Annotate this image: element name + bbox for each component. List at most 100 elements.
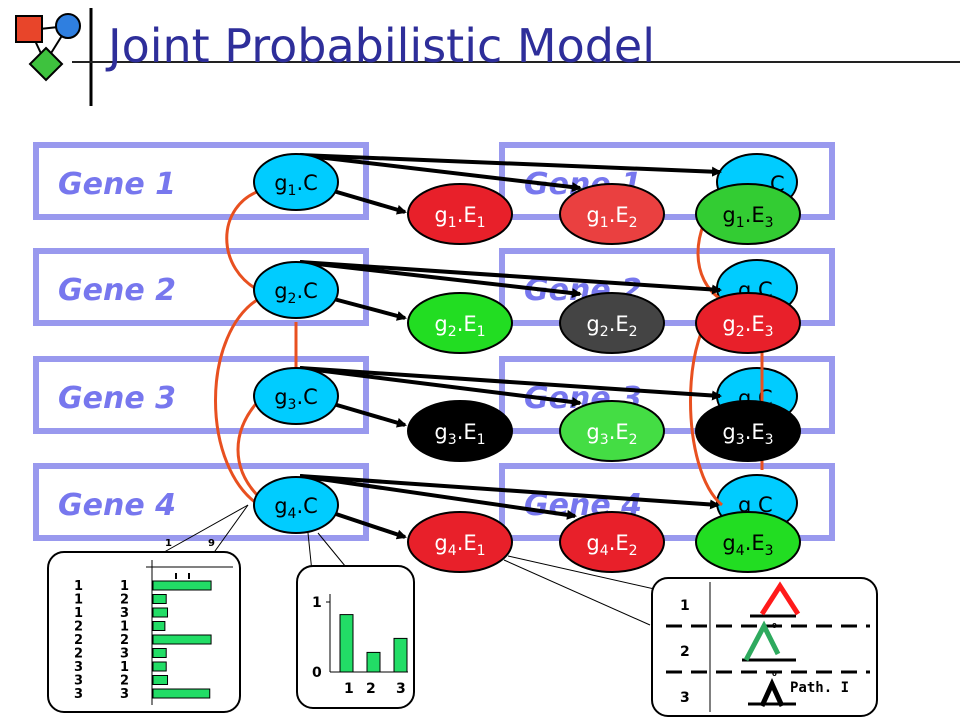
gene-label: Gene 2 [58, 273, 176, 308]
cpd-left-value: 3 [74, 660, 83, 675]
expression-node-label: g4.E2 [586, 531, 637, 559]
svg-text:g2.C: g2.C [274, 279, 318, 307]
bar-3 [393, 637, 408, 673]
x-tick-label: 2 [366, 681, 376, 697]
expression-node-g1-e1: g1.E1 [407, 183, 513, 245]
cpd-right-value: 3 [120, 606, 129, 621]
gene-label: Gene 3 [58, 381, 176, 416]
cpd-left-value: 3 [74, 687, 83, 702]
expression-node-label: g3.E2 [586, 420, 637, 448]
svg-text:g4.C: g4.C [274, 494, 318, 522]
cpd-right-value: 2 [120, 593, 129, 608]
path-label: Path. I [790, 680, 849, 696]
gene-label: Gene 1 [58, 167, 176, 202]
expression-node-g2-e1: g2.E1 [407, 292, 513, 354]
expression-node-g4-e2: g4.E2 [559, 511, 665, 573]
cpd-left-value: 3 [74, 674, 83, 689]
expression-node-g3-e3: g3.E3 [695, 400, 801, 462]
svg-text:1: 1 [165, 538, 172, 549]
cpd-right-value: 2 [120, 633, 129, 648]
expression-node-label: g1.E2 [586, 203, 637, 231]
arrows [299, 153, 722, 540]
cluster-node-3: g3.C [253, 367, 339, 425]
cpd-bar [152, 607, 169, 618]
svg-text:g1.C: g1.C [274, 171, 318, 199]
svg-text:9: 9 [208, 538, 215, 549]
x-tick-label: 1 [344, 681, 354, 697]
black-spike [748, 677, 796, 708]
cpd-left-value: 1 [74, 593, 83, 608]
expression-node-g3-e2: g3.E2 [559, 400, 665, 462]
expression-node-g3-e1: g3.E1 [407, 400, 513, 462]
svg-text:0: 0 [772, 622, 777, 630]
gene-label: Gene 4 [58, 488, 176, 523]
cpd-right-value: 1 [120, 620, 129, 635]
green-spike: 0 [742, 620, 796, 678]
cpd-left-value: 1 [74, 579, 83, 594]
expression-node-g1-e3: g1.E3 [695, 183, 801, 245]
row-label: 3 [680, 690, 690, 706]
cluster-node-1: g1.C [253, 153, 339, 211]
cpd-right-value: 3 [120, 687, 129, 702]
cpd-bar [152, 648, 167, 658]
cpd-left-value: 2 [74, 647, 83, 662]
cpd-right-value: 1 [120, 660, 129, 675]
expression-node-label: g3.E1 [434, 420, 485, 448]
cpd-left-value: 2 [74, 633, 83, 648]
expression-node-label: g2.E3 [722, 312, 773, 340]
cpd-bar [152, 621, 166, 631]
expression-node-label: g4.E1 [434, 531, 485, 559]
expression-node-g1-e2: g1.E2 [559, 183, 665, 245]
node-graph-logo-icon [15, 13, 81, 82]
x-tick-label: 3 [396, 681, 406, 697]
bar-2 [366, 651, 381, 673]
expression-node-g2-e2: g2.E2 [559, 292, 665, 354]
row-label: 2 [680, 644, 690, 660]
cpd-bar [152, 661, 167, 672]
expression-node-label: g4.E3 [722, 531, 773, 559]
expression-node-g4-e1: g4.E1 [407, 511, 513, 573]
cpd-right-value: 1 [120, 579, 129, 594]
y-tick-label: 0 [312, 665, 322, 681]
y-tick-label: 1 [312, 595, 322, 611]
cpd-bar [152, 580, 212, 591]
cpd-bar [152, 634, 212, 645]
emission-callout: 1 2 3 0 0 Path. I [651, 577, 878, 717]
cpd-left-value: 2 [74, 620, 83, 635]
expression-node-label: g2.E2 [586, 312, 637, 340]
cluster-node-2: g2.C [253, 261, 339, 319]
cpd-bar [152, 675, 169, 685]
expression-node-g4-e3: g4.E3 [695, 511, 801, 573]
svg-text:g3.C: g3.C [274, 385, 318, 413]
expression-nodes: g1.E1 g1.E2 g1.E3 g2.E1 g2.E2 g2.E3 g3.E1 g3.E2… [407, 183, 801, 573]
cpd-bar [152, 594, 167, 604]
cpd-right-value: 3 [120, 647, 129, 662]
expression-node-label: g1.E3 [722, 203, 773, 231]
cpd-bar [152, 688, 211, 699]
bar-1 [339, 614, 354, 673]
expression-node-label: g3.E3 [722, 420, 773, 448]
svg-text:0: 0 [772, 670, 777, 678]
row-label: 1 [680, 598, 690, 614]
page-title: Joint Probabilistic Model [105, 19, 655, 73]
cluster-node-4: g4.C [253, 476, 339, 534]
cpd-left-value: 1 [74, 606, 83, 621]
red-spike: 0 [750, 581, 801, 630]
cpd-right-value: 2 [120, 674, 129, 689]
expression-node-label: g1.E1 [434, 203, 485, 231]
